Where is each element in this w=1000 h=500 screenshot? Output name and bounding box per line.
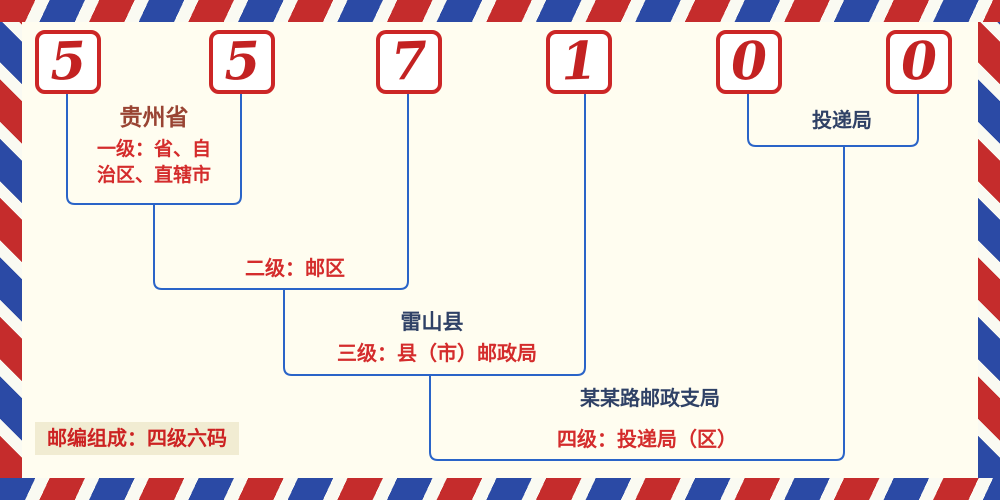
level2-label: 二级：邮区 [245,256,345,280]
digit-box-5: 0 [716,30,782,94]
digit-1: 5 [48,30,88,93]
airmail-border-right [978,22,1000,478]
digit-box-6: 0 [886,30,952,94]
airmail-border-left [0,22,22,478]
digit-2: 5 [222,30,262,93]
digit-box-2: 5 [209,30,275,94]
airmail-border-top [0,0,1000,22]
digit-4: 1 [559,30,599,93]
connector-delivery-bracket [747,94,919,147]
connector-level3 [283,94,586,376]
connector-level2 [153,94,409,290]
province-name: 贵州省 [119,105,189,131]
delivery-office-name: 投递局 [812,108,872,132]
level1-label-line1: 一级：省、自 [96,138,212,160]
composition-note: 邮编组成：四级六码 [35,422,239,455]
level3-label: 三级：县（市）邮政局 [337,341,537,365]
digit-6: 0 [899,30,939,93]
digit-box-1: 5 [35,30,101,94]
level1-label-line2: 治区、直辖市 [96,164,212,186]
airmail-border-bottom [0,478,1000,500]
digit-box-4: 1 [546,30,612,94]
digit-3: 7 [389,30,429,93]
county-name: 雷山县 [400,310,464,334]
connector-level4 [429,146,845,461]
level4-label: 四级：投递局（区） [557,427,737,451]
digit-5: 0 [729,30,769,93]
digit-box-3: 7 [376,30,442,94]
branch-name: 某某路邮政支局 [580,386,720,410]
